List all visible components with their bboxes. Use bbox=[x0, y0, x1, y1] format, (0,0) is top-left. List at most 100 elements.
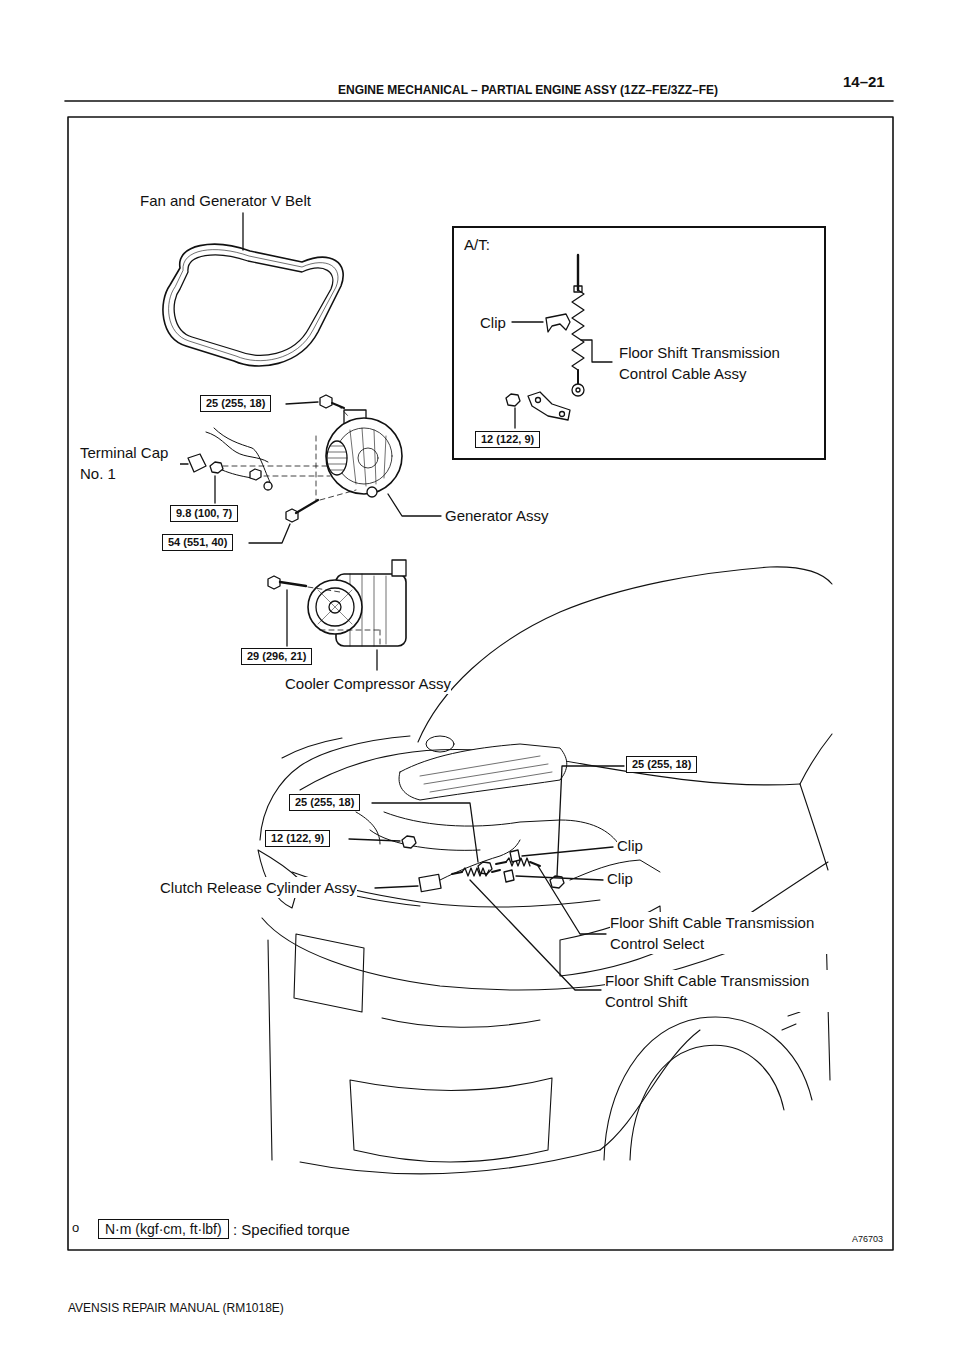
torque-box: 12 (122, 9) bbox=[475, 431, 540, 448]
bolt-figure bbox=[268, 576, 306, 589]
leader-line bbox=[522, 847, 613, 856]
bolt-figure bbox=[268, 576, 280, 589]
vehicle-figure bbox=[268, 940, 272, 1160]
clutch-cylinder-figure bbox=[402, 836, 564, 892]
terminal-cap-figure bbox=[210, 462, 223, 473]
dashed-guide-line bbox=[264, 476, 330, 477]
part-name: Floor Shift Cable Transmission Control S… bbox=[605, 970, 845, 1012]
leader-line bbox=[242, 213, 243, 250]
bolt-figure bbox=[280, 582, 306, 586]
leader-line bbox=[349, 839, 400, 841]
figure-code: A76703 bbox=[852, 1233, 883, 1246]
shift-cable-figure bbox=[530, 862, 540, 866]
generator-figure bbox=[367, 487, 377, 497]
torque-value: 25 (255, 18) bbox=[206, 396, 265, 411]
torque-value: 29 (296, 21) bbox=[247, 649, 306, 664]
compressor-figure bbox=[316, 588, 354, 626]
vehicle-figure bbox=[604, 1017, 812, 1160]
dashed-guide-line bbox=[223, 466, 330, 467]
terminal-cap-figure bbox=[264, 482, 272, 490]
terminal-cap-figure bbox=[206, 428, 272, 486]
shift-cable-figure bbox=[504, 870, 514, 882]
cable-bracket-figure bbox=[536, 398, 541, 403]
leader-line bbox=[538, 866, 606, 934]
transmission-control-cable-figure bbox=[576, 388, 580, 392]
part-name: Clip bbox=[480, 312, 506, 333]
leader-line bbox=[242, 213, 243, 250]
figure-frame bbox=[68, 117, 893, 1250]
engine-figure bbox=[399, 744, 567, 800]
shift-cable-figure bbox=[510, 850, 520, 862]
leader-line bbox=[180, 463, 188, 464]
header-rule bbox=[65, 100, 893, 102]
generator-figure bbox=[327, 441, 347, 475]
vehicle-figure bbox=[382, 1018, 540, 1027]
shift-cable-figure bbox=[452, 872, 462, 874]
v-belt-figure bbox=[174, 255, 333, 355]
vehicle-figure bbox=[282, 738, 342, 758]
terminal-cap-figure bbox=[250, 469, 261, 480]
torque-value: N·m (kgf·cm, ft·lbf) bbox=[105, 1220, 222, 1238]
leader-line bbox=[512, 321, 543, 322]
torque-value: 9.8 (100, 7) bbox=[176, 506, 232, 521]
bolt-figure bbox=[296, 500, 318, 513]
torque-box: 54 (551, 40) bbox=[162, 534, 233, 551]
vehicle-figure bbox=[600, 1030, 700, 1150]
cable-bracket-figure bbox=[560, 412, 565, 417]
inset-panel: A/T:ClipFloor Shift Transmission Control… bbox=[452, 226, 826, 460]
v-belt-figure bbox=[163, 244, 343, 366]
dashed-guide-line bbox=[380, 630, 381, 648]
dashed-guide-line bbox=[308, 587, 340, 592]
clip-figure bbox=[546, 314, 570, 332]
header-rule bbox=[65, 100, 893, 101]
torque-box: 25 (255, 18) bbox=[289, 794, 360, 811]
part-name: Floor Shift Cable Transmission Control S… bbox=[610, 912, 850, 954]
nut-figure bbox=[506, 394, 520, 406]
transmission-control-cable-figure bbox=[572, 384, 584, 396]
leader-line bbox=[249, 524, 290, 543]
torque-box: 25 (255, 18) bbox=[626, 756, 697, 773]
vehicle-figure bbox=[800, 734, 832, 784]
engine-figure bbox=[426, 736, 454, 752]
cable-bracket-figure bbox=[528, 392, 570, 420]
leader-line bbox=[376, 650, 377, 670]
dashed-guide-line bbox=[316, 436, 317, 500]
part-name: Generator Assy bbox=[445, 505, 548, 526]
page-number: 14–21 bbox=[843, 72, 885, 91]
v-belt-figure bbox=[163, 244, 343, 366]
legend-bullet: o bbox=[72, 1219, 79, 1236]
shift-cable-figure bbox=[492, 870, 500, 872]
leader-line bbox=[286, 402, 318, 404]
bolt-figure bbox=[286, 509, 298, 522]
generator-figure bbox=[326, 418, 402, 494]
leader-line bbox=[372, 803, 478, 862]
shift-cable-figure bbox=[452, 850, 540, 882]
clip-figure bbox=[546, 314, 570, 332]
part-name: Fan and Generator V Belt bbox=[140, 190, 311, 211]
compressor-figure bbox=[318, 590, 352, 624]
nut-figure bbox=[506, 394, 520, 406]
bolt-figure bbox=[320, 395, 332, 408]
transmission-control-cable-figure bbox=[572, 290, 584, 370]
vehicle-figure bbox=[260, 736, 410, 840]
torque-value: 25 (255, 18) bbox=[295, 795, 354, 810]
part-name: Floor Shift Transmission Control Cable A… bbox=[619, 342, 814, 384]
legend-text: : Specified torque bbox=[233, 1219, 350, 1240]
leader-line bbox=[470, 880, 601, 990]
dashed-guide-line bbox=[320, 630, 380, 631]
transmission-control-cable-figure bbox=[577, 255, 579, 290]
transmission-control-cable-figure bbox=[577, 370, 579, 384]
vehicle-figure bbox=[630, 1045, 784, 1160]
vehicle-figure bbox=[418, 567, 832, 742]
torque-value: 12 (122, 9) bbox=[271, 831, 324, 846]
leader-line bbox=[516, 876, 603, 880]
leader-line bbox=[557, 766, 624, 876]
compressor-figure bbox=[392, 560, 406, 576]
figure-frame bbox=[68, 117, 893, 1250]
engine-figure bbox=[420, 756, 552, 792]
part-name: Terminal Cap No. 1 bbox=[80, 442, 180, 484]
shift-cable-figure bbox=[496, 862, 506, 864]
transmission-control-cable-figure bbox=[572, 255, 584, 396]
clutch-cylinder-figure bbox=[419, 874, 441, 891]
torque-box: 9.8 (100, 7) bbox=[170, 505, 238, 522]
